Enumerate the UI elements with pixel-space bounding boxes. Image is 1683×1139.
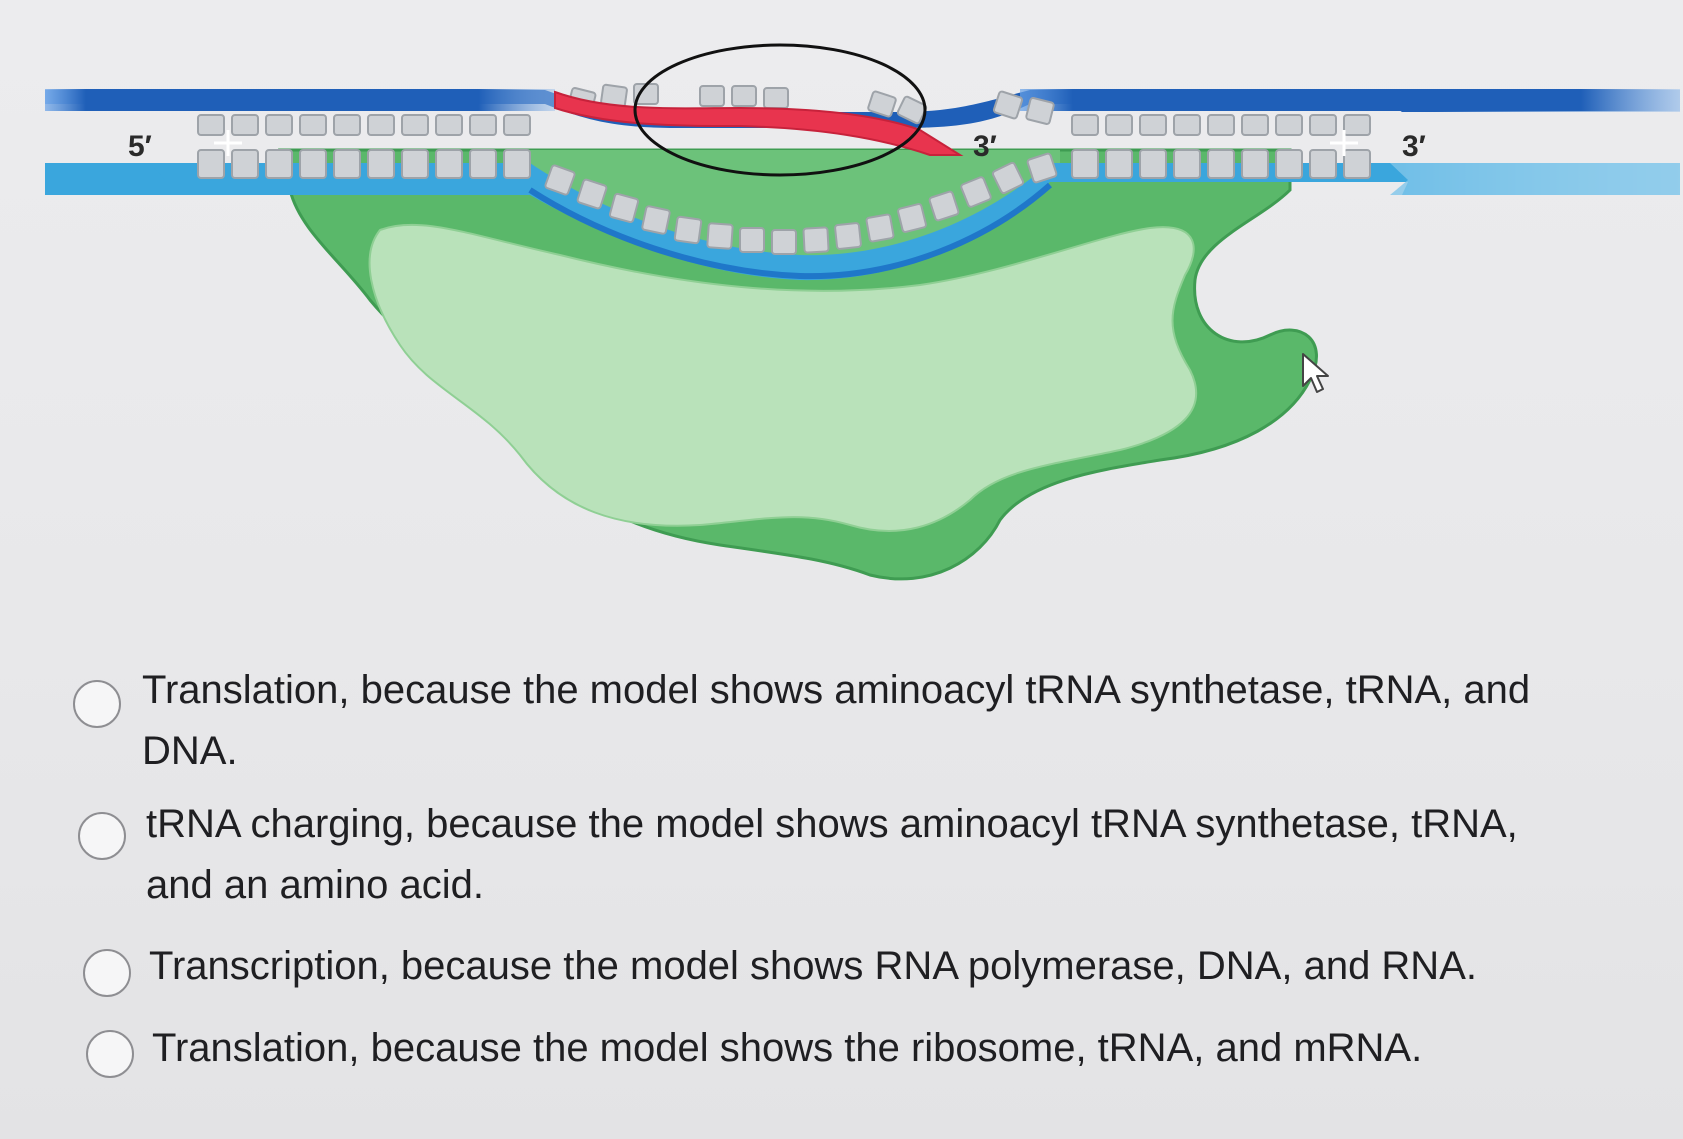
answer-option-2-line-1: tRNA charging, because the model shows a…: [146, 802, 1518, 846]
radio-button-option-1[interactable]: [73, 680, 121, 728]
answer-option-2-line-2: and an amino acid.: [146, 863, 485, 907]
answer-option-1-line-2: DNA.: [142, 729, 238, 773]
radio-button-option-4[interactable]: [86, 1030, 134, 1078]
base-pairs-bubble: [544, 152, 1058, 255]
dna-top-right: [1020, 89, 1680, 111]
rna-three-prime-label: 3′: [973, 130, 997, 163]
dna-five-prime-label: 5′: [128, 130, 152, 163]
strand-separation-marks: [214, 130, 1358, 156]
answer-option-3-text[interactable]: Transcription, because the model shows R…: [149, 936, 1669, 997]
enzyme-inner: [368, 223, 1198, 532]
answer-option-2-text[interactable]: tRNA charging, because the model shows a…: [146, 794, 1666, 916]
base-pairs-left: [197, 114, 531, 179]
base-pairs-right: [1071, 114, 1371, 179]
rna-strand: [554, 90, 964, 156]
dna-bottom-left-arrow: [45, 163, 165, 195]
answer-option-1-text[interactable]: Translation, because the model shows ami…: [142, 660, 1662, 782]
rna-tiles: [567, 83, 1055, 125]
answer-option-1-line-1: Translation, because the model shows ami…: [142, 668, 1531, 712]
radio-button-option-3[interactable]: [83, 949, 131, 997]
dna-bottom-edge: [528, 182, 1052, 280]
dna-bottom-right-arrow: [1390, 163, 1680, 195]
answer-option-4-text[interactable]: Translation, because the model shows the…: [152, 1018, 1672, 1079]
diagram-canvas: 5′ 3′ 3′: [45, 43, 1680, 581]
answer-option-4-line-1: Translation, because the model shows the…: [152, 1026, 1423, 1070]
radio-button-option-2[interactable]: [78, 812, 126, 860]
dna-top-left: [45, 89, 555, 111]
active-site-outline: [633, 43, 927, 177]
mouse-pointer-icon: [1302, 353, 1329, 393]
answer-option-3-line-1: Transcription, because the model shows R…: [149, 944, 1477, 988]
transcription-diagram: 5′ 3′ 3′: [45, 43, 1680, 581]
dna-bottom-strand: [45, 163, 1680, 281]
dna-three-prime-label: 3′: [1402, 130, 1426, 163]
